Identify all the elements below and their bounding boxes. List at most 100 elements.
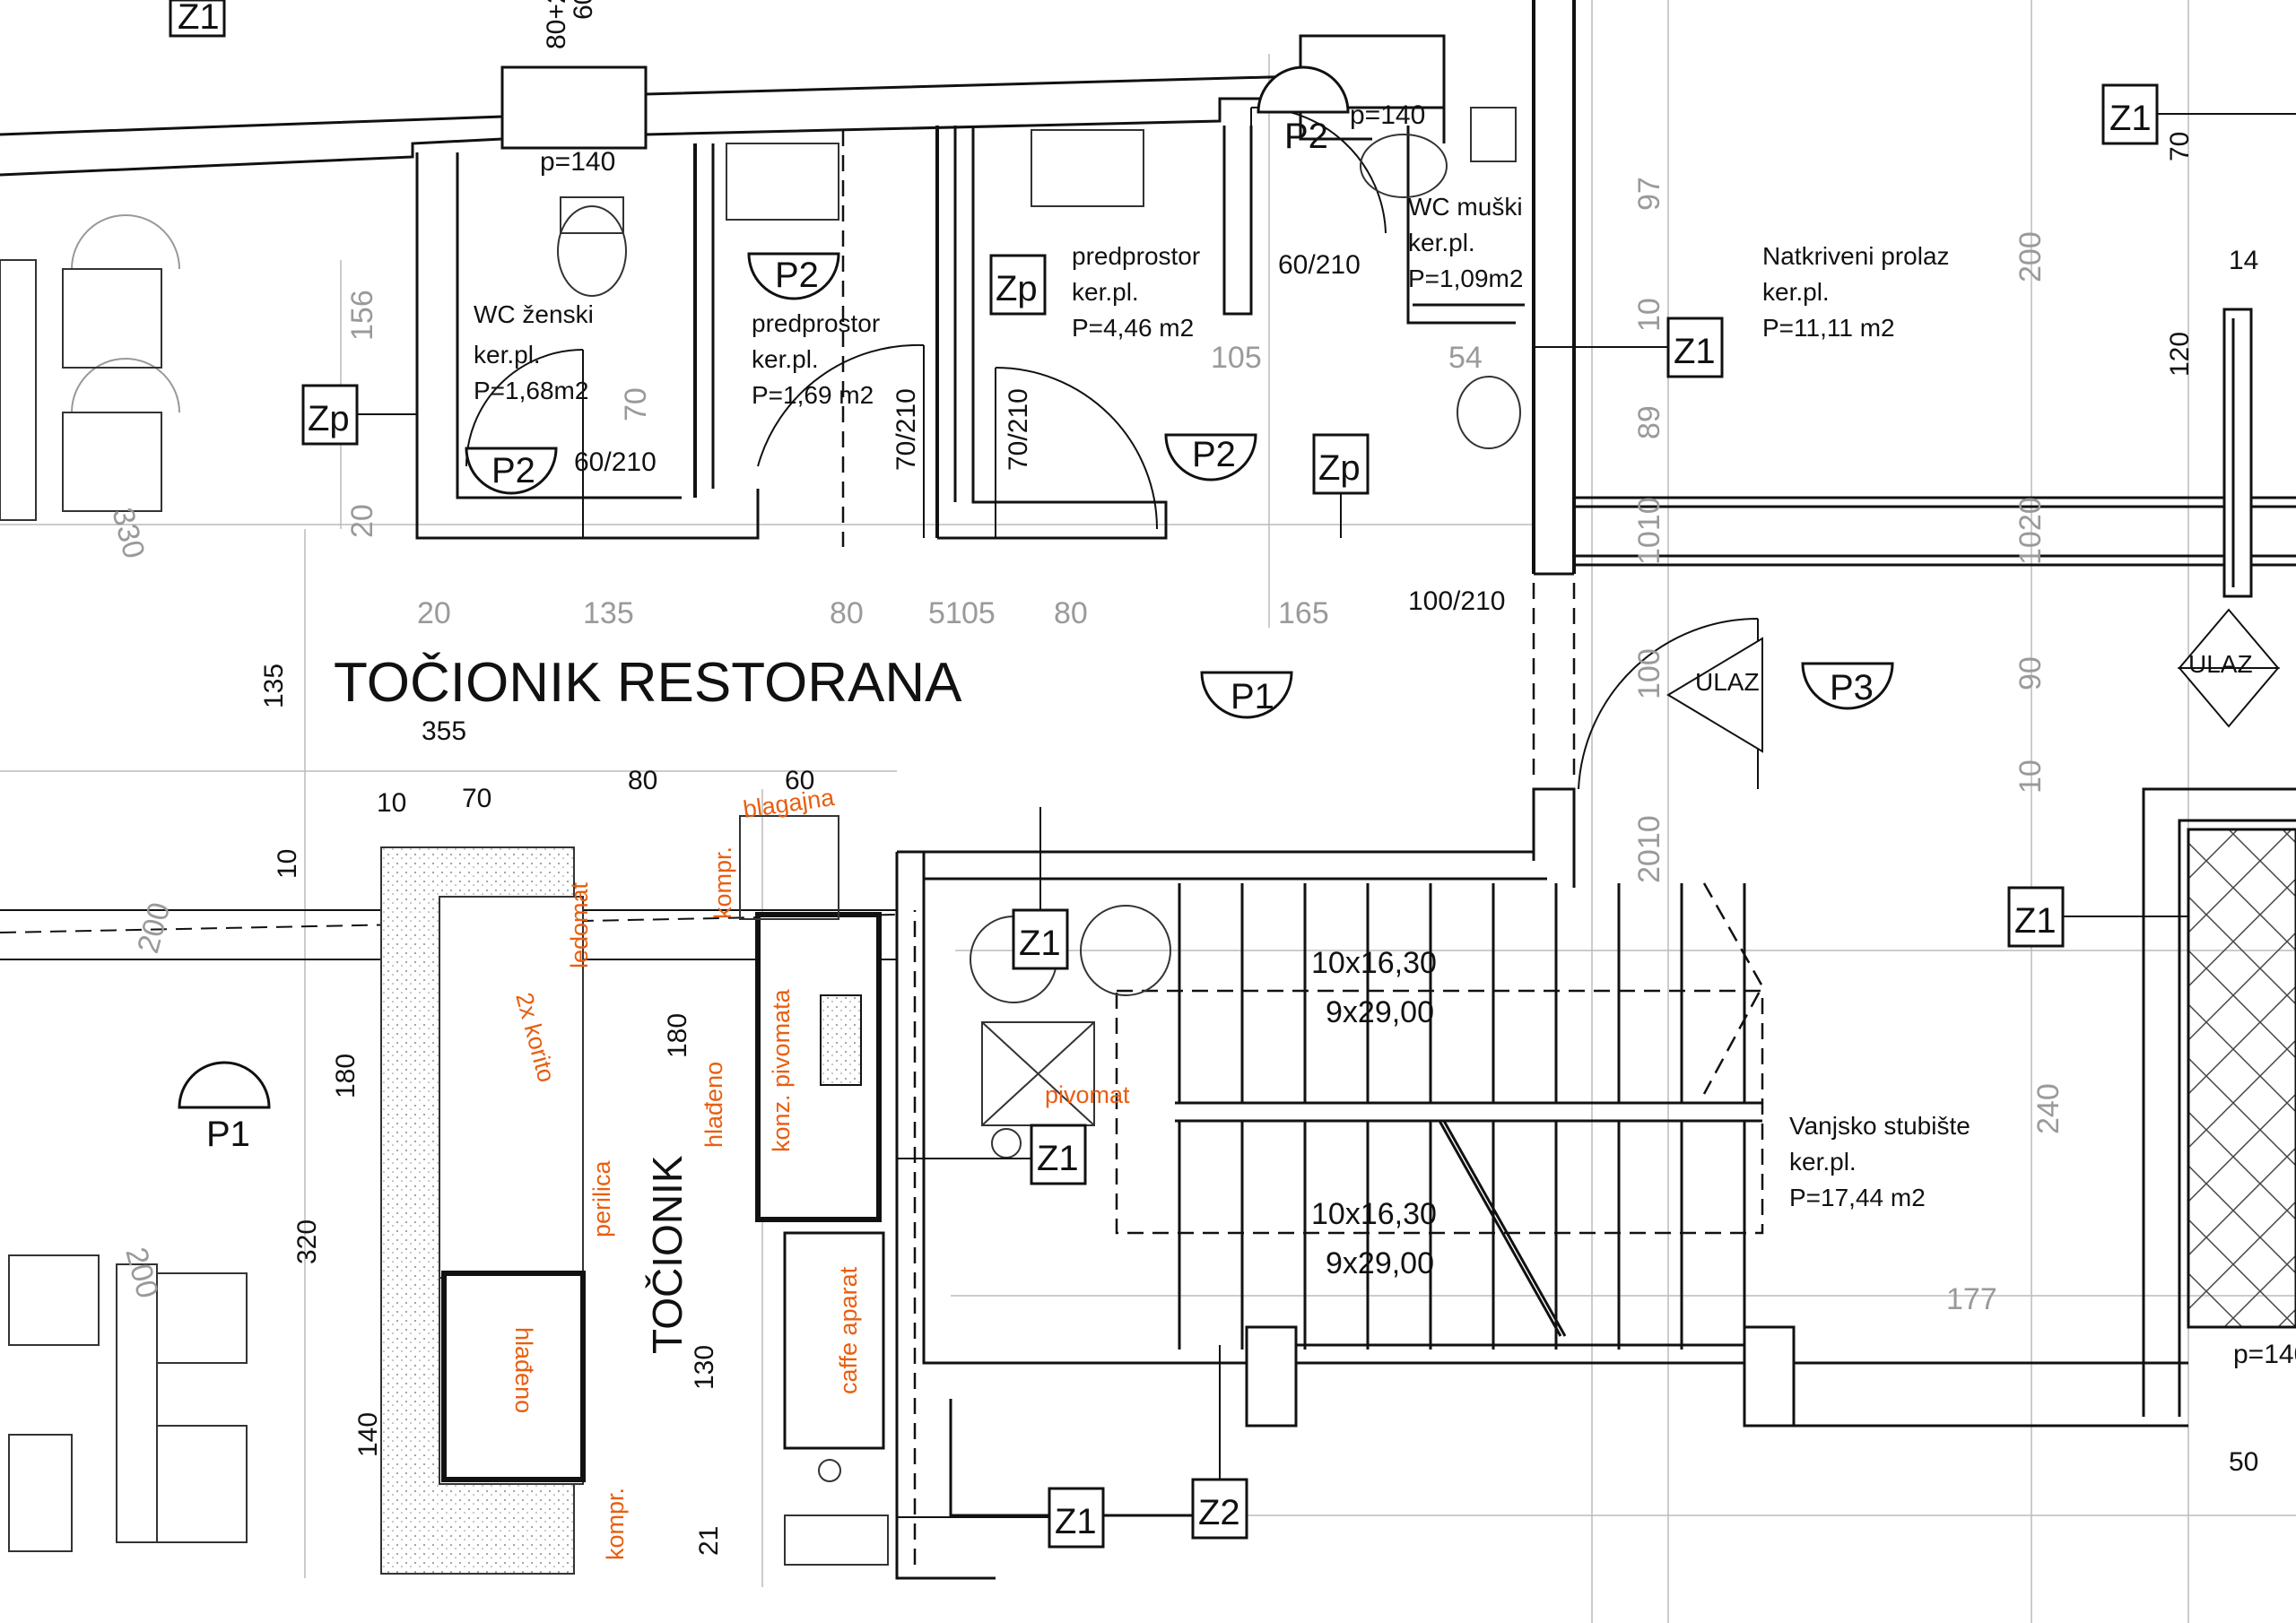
- svg-text:Z1: Z1: [1055, 1502, 1097, 1541]
- svg-text:p=140: p=140: [1350, 100, 1425, 130]
- wall-tag-z1: Z1: [897, 1124, 1087, 1185]
- entrance-label: ULAZ: [2188, 650, 2253, 678]
- wall-tag-z1: Z1: [1534, 317, 1724, 378]
- svg-text:20: 20: [345, 504, 379, 538]
- entrance-markers: ULAZ ULAZ: [1666, 608, 2281, 753]
- svg-text:120: 120: [2165, 332, 2195, 377]
- equipment-label: pivomat: [1045, 1081, 1130, 1108]
- svg-text:Z2: Z2: [1198, 1493, 1240, 1532]
- svg-text:60/210: 60/210: [1278, 250, 1361, 280]
- svg-text:10: 10: [1632, 298, 1666, 332]
- svg-text:180: 180: [331, 1054, 361, 1098]
- stair-note-risers: 10x16,30: [1311, 1197, 1437, 1231]
- equipment-label: ledomat: [566, 881, 593, 968]
- svg-text:330: 330: [105, 504, 151, 562]
- fixtures: [557, 107, 1521, 1159]
- wall-tag-zp: Zp: [1312, 433, 1370, 538]
- wall-tag-z1: Z1: [2101, 83, 2296, 145]
- svg-text:Z1: Z1: [2109, 99, 2152, 138]
- svg-text:156: 156: [345, 290, 379, 341]
- furniture: [0, 259, 248, 1552]
- room-name: WC ženski: [474, 300, 594, 328]
- svg-text:Z1: Z1: [178, 0, 220, 37]
- svg-text:177: 177: [1946, 1282, 1997, 1316]
- svg-text:14: 14: [2229, 246, 2258, 275]
- room-floor: ker.pl.: [752, 345, 819, 373]
- room-name: Vanjsko stubište: [1789, 1112, 1970, 1140]
- svg-text:Z1: Z1: [1019, 924, 1061, 963]
- room-area: P=11,11 m2: [1762, 314, 1895, 342]
- entrance-label: ULAZ: [1695, 668, 1760, 696]
- svg-text:21: 21: [694, 1526, 724, 1556]
- svg-text:200: 200: [2013, 231, 2048, 282]
- wall-tag-zp: Zp: [301, 384, 417, 446]
- svg-text:p=140: p=140: [2233, 1340, 2296, 1369]
- equipment-label: hlađeno: [700, 1062, 727, 1148]
- svg-text:P2: P2: [491, 451, 535, 490]
- room-area: P=1,09m2: [1408, 265, 1523, 292]
- svg-text:89: 89: [1632, 405, 1666, 439]
- svg-text:05: 05: [961, 596, 996, 630]
- room-name: predprostor: [752, 309, 880, 337]
- svg-text:80: 80: [1054, 596, 1088, 630]
- room-area: P=1,69 m2: [752, 381, 874, 409]
- stair-note-treads: 9x29,00: [1326, 995, 1434, 1029]
- wall-tag-z2: Z2: [1191, 1345, 1248, 1540]
- svg-text:Zp: Zp: [308, 399, 350, 438]
- room-floor: ker.pl.: [1762, 278, 1830, 306]
- equipment-label: hlađeno: [510, 1327, 537, 1413]
- wall-tag-zp: Zp: [989, 254, 1047, 316]
- svg-text:1020: 1020: [2013, 497, 2048, 565]
- room-area: P=17,44 m2: [1789, 1184, 1926, 1211]
- floor-tag-p3: P3: [1801, 662, 1894, 710]
- svg-text:135: 135: [259, 664, 289, 708]
- svg-text:80: 80: [628, 766, 657, 795]
- room-floor: ker.pl.: [474, 341, 541, 369]
- room-wc-muski: WC muški ker.pl. P=1,09m2: [1408, 193, 1523, 292]
- svg-text:70: 70: [462, 784, 491, 813]
- floor-tags: P2 P2 P2 P2 P1 P3 P1: [178, 65, 1894, 1154]
- floor-tag-p1: P1: [1200, 671, 1293, 719]
- wall-tag-z1: Z1: [169, 0, 226, 38]
- equipment-label: kompr.: [602, 1488, 629, 1560]
- stair-frame: [1175, 1101, 1762, 1337]
- equipment-labels: ledomat 2x korito perilica hlađeno kompr…: [510, 784, 1130, 1560]
- floor-tag-p1: P1: [178, 1061, 271, 1154]
- svg-text:140: 140: [353, 1412, 383, 1457]
- svg-text:70: 70: [2165, 132, 2195, 161]
- equipment-label: perilica: [588, 1159, 615, 1237]
- svg-text:80+2: 80+2: [542, 0, 571, 49]
- room-vanjsko-stubiste: Vanjsko stubište ker.pl. P=17,44 m2: [1789, 1112, 1970, 1211]
- svg-text:320: 320: [292, 1219, 322, 1264]
- floor-tag-p2: P2: [1257, 65, 1350, 156]
- svg-text:20: 20: [417, 596, 451, 630]
- svg-text:P1: P1: [1231, 677, 1274, 716]
- svg-text:70: 70: [619, 387, 653, 421]
- svg-text:135: 135: [583, 596, 634, 630]
- svg-text:240: 240: [2031, 1083, 2066, 1134]
- svg-text:60: 60: [569, 0, 598, 20]
- svg-text:P3: P3: [1830, 668, 1874, 707]
- room-floor: ker.pl.: [1072, 278, 1139, 306]
- bar-counter: [380, 815, 889, 1575]
- svg-text:P2: P2: [775, 256, 819, 295]
- svg-text:10: 10: [377, 788, 406, 818]
- floor-tag-p2: P2: [465, 447, 558, 495]
- svg-text:Z1: Z1: [1037, 1139, 1079, 1178]
- equipment-label: kompr.: [709, 846, 736, 919]
- svg-text:P2: P2: [1192, 435, 1236, 474]
- room-name: WC muški: [1408, 193, 1523, 221]
- svg-text:Zp: Zp: [1318, 448, 1361, 488]
- svg-text:165: 165: [1278, 596, 1329, 630]
- room-natkriveni-prolaz: Natkriveni prolaz ker.pl. P=11,11 m2: [1762, 242, 1950, 342]
- svg-text:2010: 2010: [1632, 815, 1666, 883]
- svg-text:60/210: 60/210: [574, 447, 657, 477]
- wall-tag-z1: Z1: [2007, 886, 2188, 948]
- svg-text:200: 200: [118, 1244, 164, 1302]
- svg-text:200: 200: [131, 898, 177, 957]
- svg-text:10: 10: [273, 849, 302, 879]
- wall-tag-z1: Z1: [897, 1487, 1105, 1549]
- svg-text:54: 54: [1448, 341, 1483, 375]
- equipment-label: caffe aparat: [835, 1266, 862, 1394]
